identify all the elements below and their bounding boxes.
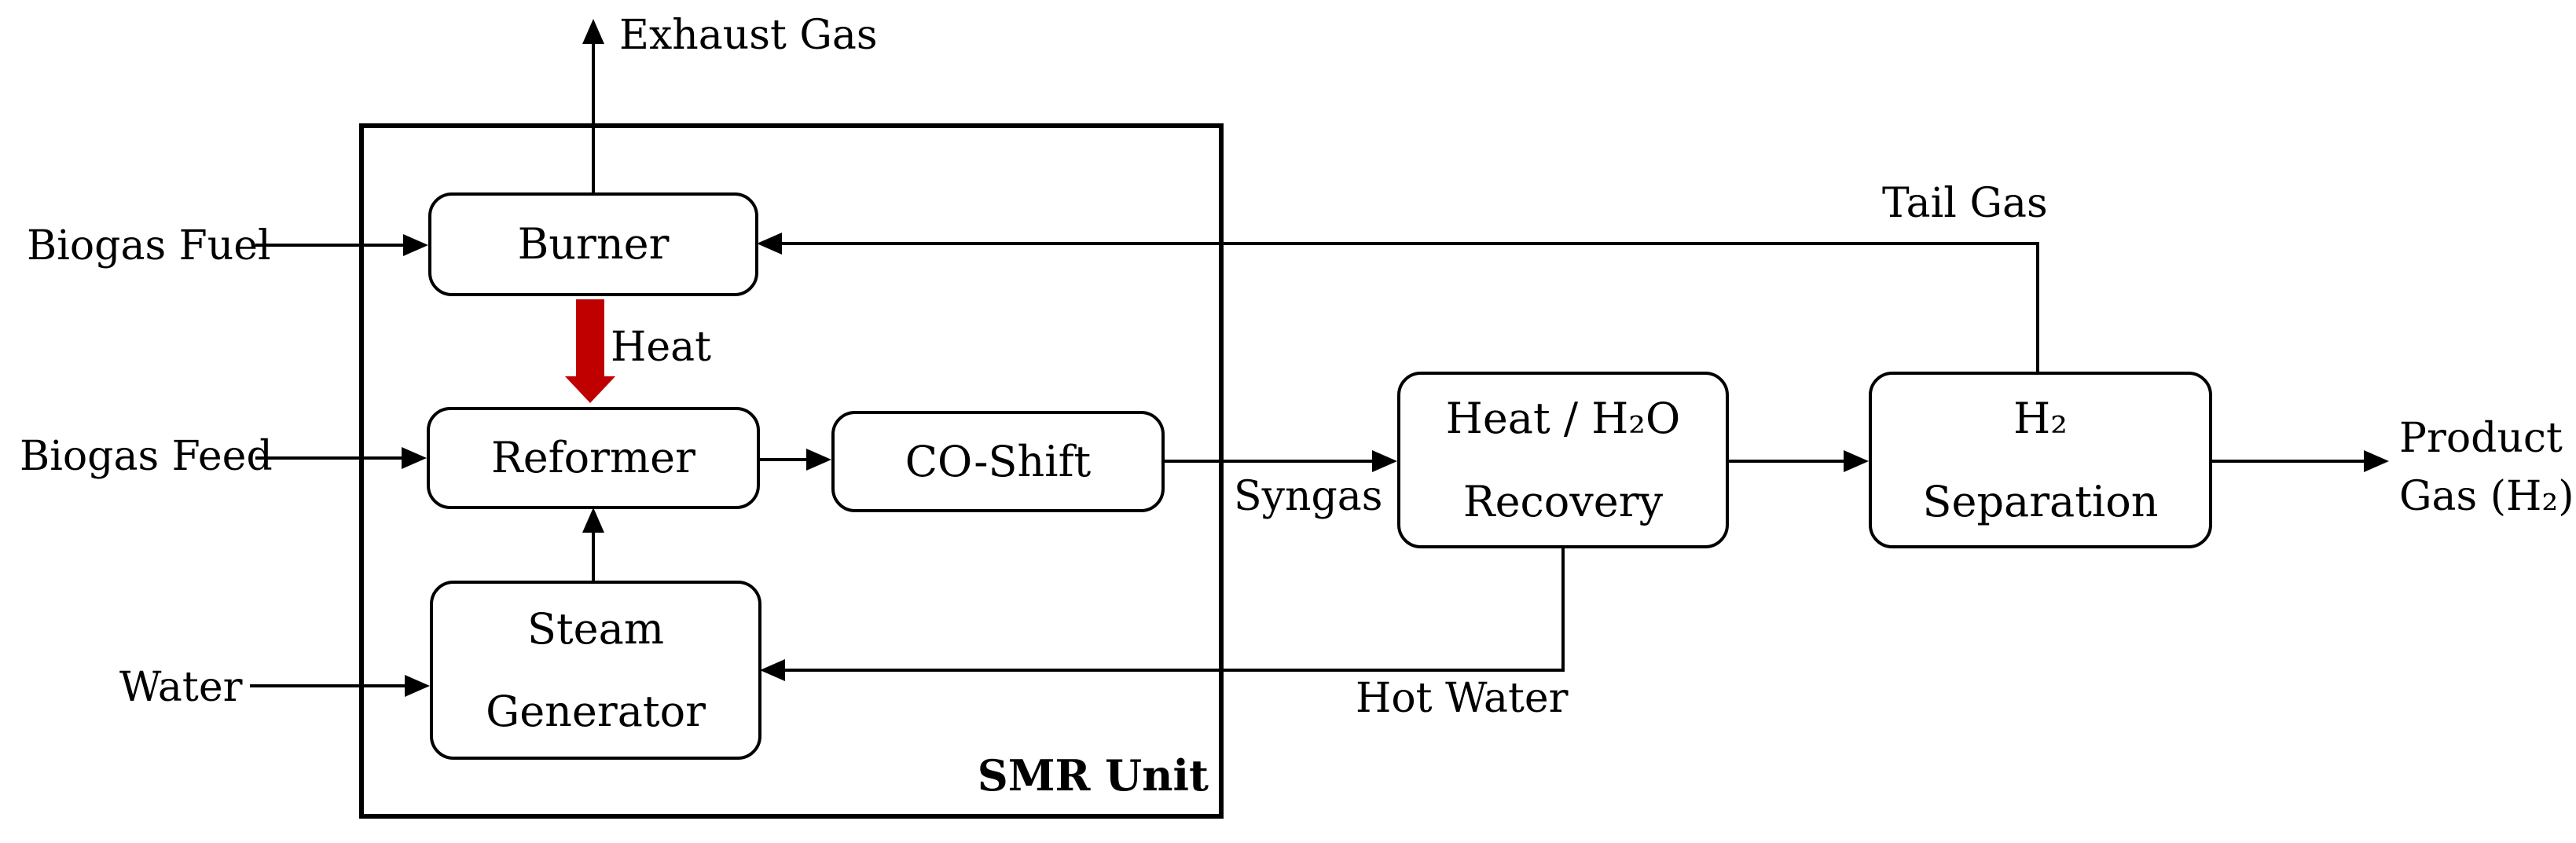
syngas-line xyxy=(1165,460,1375,463)
tail-gas-line-horizontal xyxy=(782,242,2039,245)
water-arrowhead-icon xyxy=(405,675,430,697)
water-label: Water xyxy=(119,664,243,711)
recovery-to-h2sep-line xyxy=(1729,460,1847,463)
heat-h2o-recovery-box: Heat / H₂O Recovery xyxy=(1397,372,1729,548)
burner-label: Burner xyxy=(517,219,670,269)
product-gas-label-line2: Gas (H₂) xyxy=(2399,472,2574,520)
product-gas-line xyxy=(2212,460,2367,463)
heat-h2o-recovery-label-line2: Recovery xyxy=(1462,476,1664,526)
heat-label: Heat xyxy=(611,324,712,371)
reformer-to-coshift-arrowhead-icon xyxy=(806,449,831,471)
hot-water-line-horizontal xyxy=(785,669,1565,672)
heat-arrow-shaft-icon xyxy=(576,299,604,376)
reformer-label: Reformer xyxy=(491,433,695,482)
smr-unit-boundary xyxy=(359,123,1224,819)
co-shift-box: CO-Shift xyxy=(831,411,1165,512)
biogas-feed-line xyxy=(255,456,405,460)
heat-h2o-recovery-label-line1: Heat / H₂O xyxy=(1445,394,1681,444)
reformer-box: Reformer xyxy=(427,407,760,509)
reformer-to-coshift-line xyxy=(760,458,809,461)
h2-separation-label-line2: Separation xyxy=(1922,476,2159,526)
steam-generator-box: Steam Generator xyxy=(430,581,761,760)
steam-generator-label-line2: Generator xyxy=(486,687,706,736)
biogas-fuel-line xyxy=(255,244,406,247)
heat-arrowhead-icon xyxy=(565,376,615,403)
tail-gas-line-vertical xyxy=(2036,242,2039,373)
steam-arrowhead-icon xyxy=(582,508,604,533)
water-line xyxy=(250,684,408,687)
biogas-feed-label: Biogas Feed xyxy=(20,433,273,480)
biogas-fuel-arrowhead-icon xyxy=(403,234,428,256)
h2-separation-box: H₂ Separation xyxy=(1869,372,2212,548)
product-gas-label-line1: Product xyxy=(2399,415,2563,462)
exhaust-gas-arrowhead-icon xyxy=(582,19,604,44)
exhaust-gas-line xyxy=(592,42,595,192)
steam-line xyxy=(592,531,595,581)
hot-water-label: Hot Water xyxy=(1356,675,1569,722)
biogas-fuel-label: Biogas Fuel xyxy=(27,222,271,269)
biogas-feed-arrowhead-icon xyxy=(402,447,427,469)
recovery-to-h2sep-arrowhead-icon xyxy=(1844,450,1869,472)
product-gas-arrowhead-icon xyxy=(2364,450,2389,472)
steam-generator-label-line1: Steam xyxy=(527,603,665,654)
tail-gas-label: Tail Gas xyxy=(1882,180,2048,227)
tail-gas-arrowhead-icon xyxy=(757,233,782,255)
syngas-label: Syngas xyxy=(1234,473,1383,520)
hot-water-line-vertical xyxy=(1561,548,1565,672)
hot-water-arrowhead-icon xyxy=(760,659,785,681)
exhaust-gas-label: Exhaust Gas xyxy=(619,12,878,59)
smr-unit-label: SMR Unit xyxy=(977,750,1209,801)
co-shift-label: CO-Shift xyxy=(905,436,1092,486)
h2-separation-label-line1: H₂ xyxy=(2013,394,2068,444)
syngas-arrowhead-icon xyxy=(1372,450,1397,472)
burner-box: Burner xyxy=(428,192,758,296)
